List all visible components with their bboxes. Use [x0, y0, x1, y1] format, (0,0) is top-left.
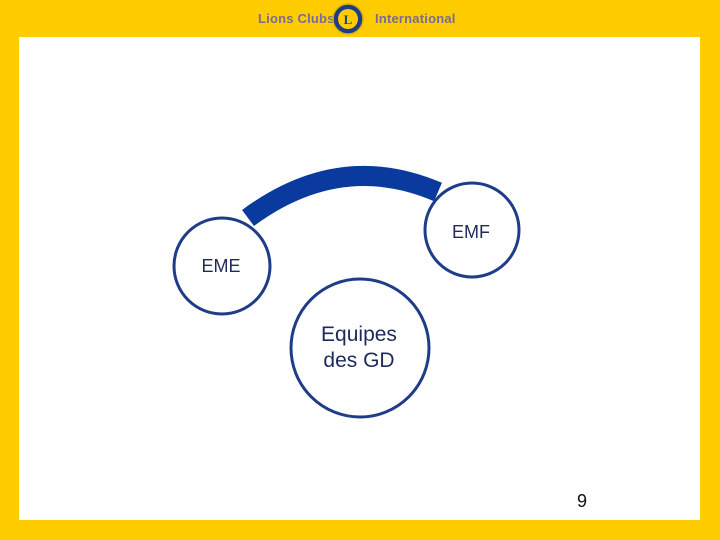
node-eme-circle [172, 216, 272, 316]
node-center-line1: Equipes [321, 323, 397, 346]
node-center-label: Equipes des GD [300, 322, 418, 374]
arc-connector [242, 166, 442, 227]
node-emf-circle [423, 181, 521, 279]
node-emf-label: EMF [452, 222, 490, 242]
lions-emblem-icon: L [332, 3, 364, 35]
brand-text-left: Lions Clubs [258, 11, 335, 26]
node-eme-label: EME [201, 256, 241, 276]
svg-text:L: L [344, 12, 353, 27]
node-center-line2: des GD [323, 349, 395, 372]
node-center-circle [289, 277, 431, 419]
page-number: 9 [576, 491, 587, 511]
brand-text-right: International [375, 11, 456, 26]
header-logo: Lions Clubs L International [0, 0, 720, 37]
